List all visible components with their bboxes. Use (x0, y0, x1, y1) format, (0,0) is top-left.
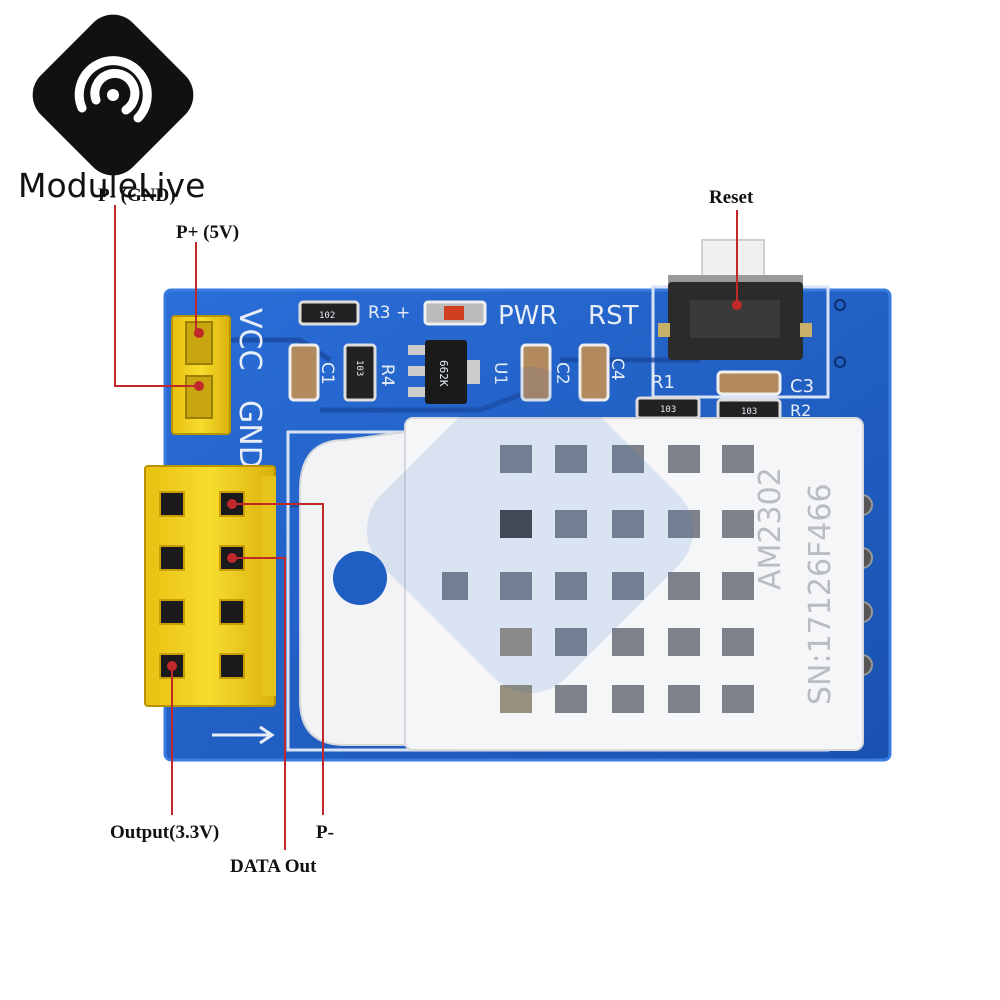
sensor-serial: SN:17126F466 (803, 483, 838, 705)
label-gnd: P- (GND) (98, 185, 176, 206)
silk-r2: R2 (790, 401, 811, 420)
silk-pwr: PWR (498, 301, 557, 331)
silk-r3: R3 + (368, 303, 410, 323)
socket-hole (159, 599, 185, 625)
am2302-sensor: AM2302 SN:17126F466 (299, 417, 873, 751)
silk-c3: C3 (790, 376, 814, 397)
resistor-r4-code: 103 (354, 360, 364, 376)
label-output: Output(3.3V) (110, 822, 219, 843)
socket-hole (159, 491, 185, 517)
silk-c4: C4 (607, 358, 627, 381)
socket-hole (219, 599, 245, 625)
brand-name: ModuleLive (18, 166, 205, 205)
label-data-out: DATA Out (230, 856, 317, 877)
logo-circuit-icon (74, 56, 152, 123)
brand-logo: ModuleLive (18, 14, 205, 205)
resistor-r2-code: 103 (741, 407, 757, 417)
socket-hole (219, 653, 245, 679)
label-p-minus: P- (316, 822, 334, 843)
sensor-model: AM2302 (753, 467, 788, 590)
watermark-logo (366, 366, 694, 694)
silk-r4: R4 (377, 364, 397, 387)
sensor-vent-grid (442, 445, 754, 713)
silk-r1: R1 (651, 372, 675, 393)
label-reset: Reset (709, 187, 754, 208)
reset-marker (732, 300, 742, 310)
capacitor-c4 (578, 343, 610, 402)
reset-switch (658, 239, 812, 360)
power-pin-header (171, 315, 231, 435)
silk-rst: RST (588, 301, 639, 331)
resistor-r1-code: 103 (660, 405, 676, 415)
ic-marking: 662K (437, 360, 450, 387)
silk-c1: C1 (317, 362, 337, 385)
silk-u1: U1 (490, 362, 510, 385)
callout-line-data (232, 557, 286, 850)
callout-lines (114, 205, 738, 850)
callout-line-pminus (232, 503, 324, 815)
silk-gnd: GND (232, 400, 267, 469)
smd-components: 102 103 662K 103 103 (288, 300, 782, 422)
label-vcc: P+ (5V) (176, 222, 239, 243)
callout-labels: P- (GND) P+ (5V) Reset Output(3.3V) DATA… (98, 185, 754, 877)
silk-c2: C2 (552, 362, 572, 385)
silkscreen-labels: VCC GND R3 + PWR RST C1 R4 U1 C2 C4 R1 C… (212, 301, 814, 745)
esp01-socket (144, 465, 276, 707)
led-pwr-die (444, 306, 464, 320)
socket-hole (159, 545, 185, 571)
resistor-r3 (298, 300, 360, 326)
callout-line-gnd (114, 205, 199, 387)
resistor-r3-code: 102 (319, 311, 335, 321)
capacitor-c2 (520, 343, 552, 402)
capacitor-c1 (288, 343, 320, 402)
resistor-r4 (343, 343, 377, 402)
regulator-u1: 662K (408, 340, 480, 404)
mounting-hole (333, 551, 387, 605)
capacitor-c3 (716, 370, 782, 396)
silk-vcc: VCC (232, 308, 267, 370)
arrow-right-icon (212, 725, 275, 745)
